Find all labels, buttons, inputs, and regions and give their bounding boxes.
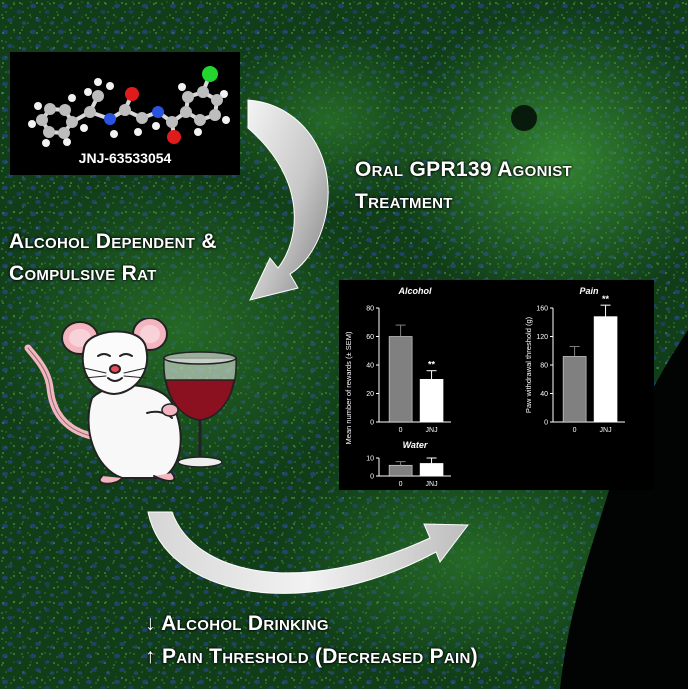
treatment-label-line1: Oral GPR139 Agonist [355,158,572,181]
y-tick-label-pain: 160 [536,306,548,313]
significance-alcohol: ** [428,360,436,370]
molecule-structure-image [28,66,230,147]
bar-water-JNJ [419,463,444,477]
arrow-rat-to-outcome [147,511,469,594]
bar-pain-0 [562,356,587,423]
rat-label-line2: Compulsive Rat [9,262,157,285]
outcome-alcohol-text: Alcohol Drinking [161,612,329,635]
bar-alcohol-JNJ [419,379,444,423]
y-axis-label-pain: Paw withdrawal threshold (g) [524,316,533,413]
outcome-alcohol: ↓ Alcohol Drinking [145,612,329,636]
y-tick-label-alcohol: 20 [366,391,374,398]
y-tick-label-pain: 0 [544,420,548,427]
bar-charts: Alcohol 0 20 40 60 80 0 ** JNJ Mean number of rew… [344,286,625,488]
down-arrow-icon: ↓ [145,612,156,635]
rat-label-line1: Alcohol Dependent & [9,230,217,253]
x-tick-label-water: 0 [399,481,403,488]
bar-pain-JNJ [593,316,618,423]
chart-pain: Pain 0 40 80 120 160 0 ** JNJ Paw withdrawal thre… [524,286,625,434]
y-tick-label-alcohol: 40 [366,363,374,370]
significance-pain: ** [602,294,610,304]
outcome-pain-text: Pain Threshold (Decreased Pain) [161,645,478,668]
molecule-label: JNJ-63533054 [78,150,172,166]
rat-head [81,330,149,395]
up-arrow-icon: ↑ [145,645,156,668]
y-tick-label-alcohol: 80 [366,306,374,313]
x-tick-label-alcohol: 0 [399,427,403,434]
rat-foot-right [153,472,176,482]
wine-glass [163,351,237,468]
y-tick-label-pain: 40 [540,391,548,398]
y-tick-label-alcohol: 60 [366,334,374,341]
y-tick-label-water: 0 [370,474,374,481]
arrow-molecule-to-rat [247,99,329,301]
rat-nose [109,364,121,374]
rat-body [87,384,182,479]
treatment-label-line2: Treatment [355,190,453,213]
chart-alcohol: Alcohol 0 20 40 60 80 0 ** JNJ Mean number of rew… [344,286,451,444]
y-tick-label-pain: 120 [536,334,548,341]
x-tick-label-pain: JNJ [600,427,612,434]
rat-foot-left [98,475,123,485]
x-tick-label-water: JNJ [426,481,438,488]
rat-illustration [24,318,237,485]
outcome-pain: ↑ Pain Threshold (Decreased Pain) [145,645,478,669]
chart-title-water: Water [403,440,428,450]
rat-arm [146,410,173,419]
y-tick-label-water: 10 [366,456,374,463]
molecule-panel: JNJ-63533054 [10,52,240,175]
x-tick-label-alcohol: JNJ [426,427,438,434]
chart-title-pain: Pain [579,286,599,296]
y-axis-label-alcohol: Mean number of rewards (± SEM) [344,331,353,444]
x-tick-label-pain: 0 [573,427,577,434]
results-chart-panel: Alcohol 0 20 40 60 80 0 ** JNJ Mean number of rew… [339,280,654,490]
bar-alcohol-0 [388,336,413,423]
chart-title-alcohol: Alcohol [398,286,432,296]
y-tick-label-pain: 80 [540,363,548,370]
bar-water-0 [388,464,413,477]
y-tick-label-alcohol: 0 [370,420,374,427]
